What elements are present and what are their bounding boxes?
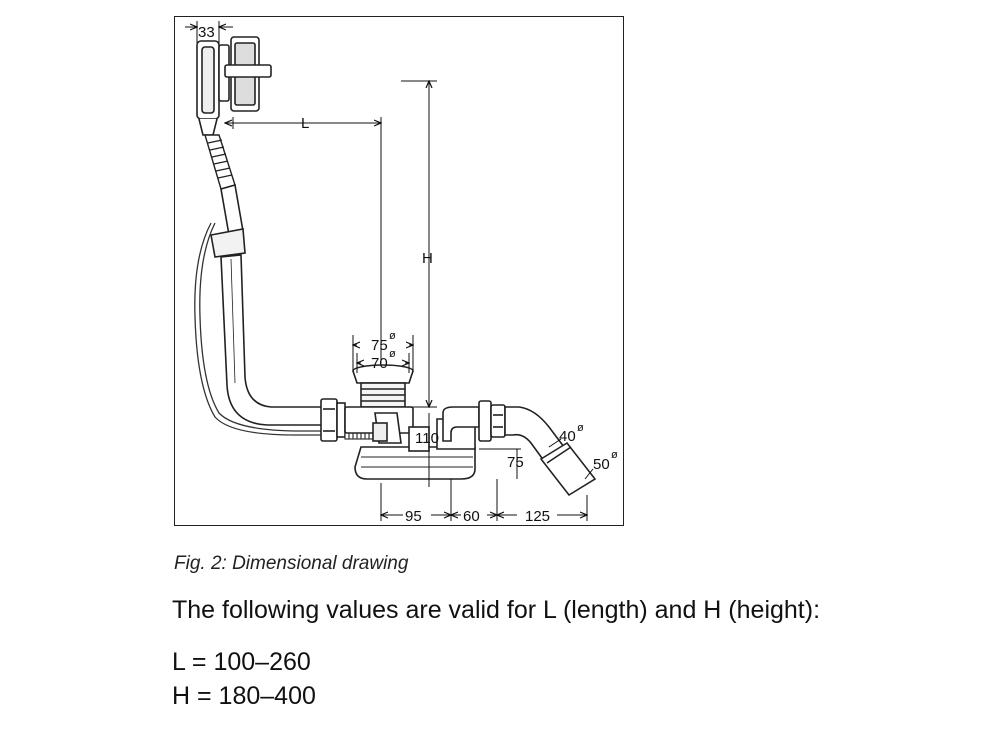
diameter-symbol: ø [389, 348, 396, 360]
dim-label-75-vertical: 75 [507, 454, 524, 471]
dimensional-drawing: 33 L H 75 ø 70 ø 110 75 40 ø 50 ø 95 60 … [185, 21, 618, 524]
dim-label-40: 40 [559, 428, 576, 445]
figure-caption: Fig. 2: Dimensional drawing [174, 553, 409, 574]
coupling-nut-left [320, 398, 346, 442]
drain-pipe [210, 183, 324, 426]
drain-valve [344, 364, 414, 444]
dim-label-height: H [422, 250, 433, 267]
dimension-lines [185, 21, 594, 521]
diameter-symbol: ø [389, 330, 396, 342]
dim-label-125: 125 [525, 508, 550, 524]
diameter-symbol: ø [577, 422, 584, 434]
dim-label-75: 75 [371, 337, 388, 354]
dimensional-drawing-frame: 33 L H 75 ø 70 ø 110 75 40 ø 50 ø 95 60 … [174, 16, 624, 526]
length-range: L = 100–260 [172, 648, 311, 676]
intro-text: The following values are valid for L (le… [172, 596, 821, 624]
coupling-nut-right [478, 400, 506, 442]
outlet-elbow [504, 406, 597, 497]
dim-label-length: L [301, 115, 309, 132]
dim-label-60: 60 [463, 508, 480, 524]
dim-label-50: 50 [593, 456, 610, 473]
dim-label-110: 110 [415, 430, 439, 447]
siphon-trap [354, 406, 480, 480]
diameter-symbol: ø [611, 449, 618, 461]
dim-label-95: 95 [405, 508, 422, 524]
flexible-hose [204, 134, 236, 190]
height-range: H = 180–400 [172, 682, 316, 710]
dim-label-33: 33 [198, 24, 215, 41]
bowden-cable [194, 222, 351, 436]
overflow-head [196, 36, 272, 136]
dim-label-70: 70 [371, 355, 388, 372]
